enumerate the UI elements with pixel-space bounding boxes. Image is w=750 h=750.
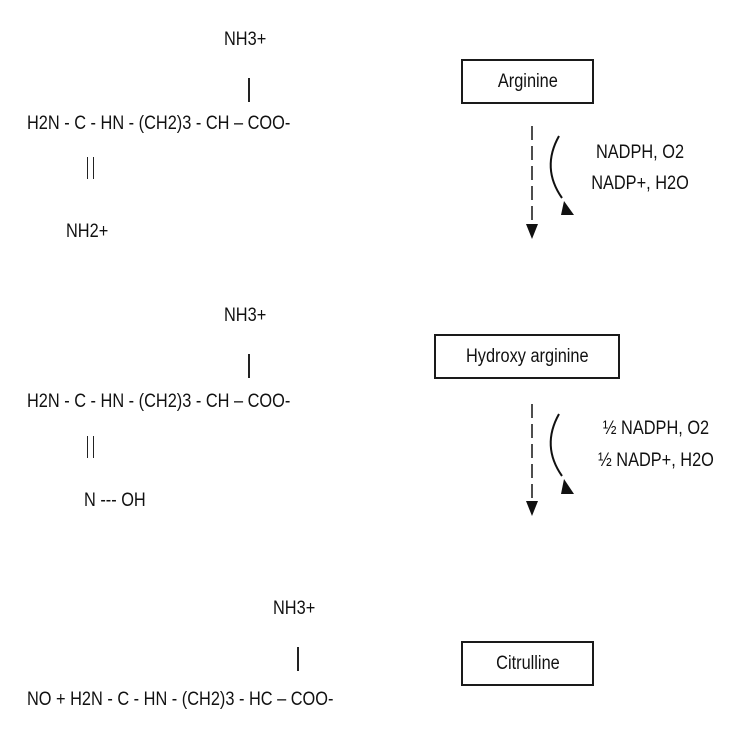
reaction2-input: ½ NADPH, O2 (602, 418, 710, 439)
reaction2-output: ½ NADP+, H2O (598, 450, 714, 471)
hydroxyarginine-bottom-group: N --- OH (84, 490, 146, 511)
citrulline-top-group: NH3+ (273, 598, 316, 619)
hydroxyarginine-backbone: H2N - C - HN - (CH2)3 - CH – COO- (27, 391, 291, 412)
arginine-bottom-group: NH2+ (66, 221, 109, 242)
hydroxyarginine-single-bond (248, 354, 250, 378)
hydroxyarginine-double-bond (87, 436, 94, 458)
citrulline-label: Citrulline (495, 652, 560, 674)
arginine-label: Arginine (497, 70, 558, 92)
reaction1-output: NADP+, H2O (591, 173, 689, 194)
arginine-single-bond (248, 78, 250, 102)
arginine-double-bond (87, 157, 94, 179)
hydroxyarginine-box: Hydroxy arginine (434, 334, 620, 379)
hydroxyarginine-top-group: NH3+ (224, 305, 267, 326)
arginine-backbone: H2N - C - HN - (CH2)3 - CH – COO- (27, 113, 291, 134)
citrulline-backbone: NO + H2N - C - HN - (CH2)3 - HC – COO- (27, 689, 334, 710)
citrulline-single-bond (297, 647, 299, 671)
citrulline-box: Citrulline (461, 641, 594, 686)
hydroxyarginine-label: Hydroxy arginine (465, 345, 589, 367)
reaction1-arrow-icon (526, 126, 574, 239)
reaction1-input: NADPH, O2 (595, 142, 685, 163)
arginine-box: Arginine (461, 59, 594, 104)
reaction2-arrow-icon (526, 404, 574, 516)
arginine-top-group: NH3+ (224, 29, 267, 50)
